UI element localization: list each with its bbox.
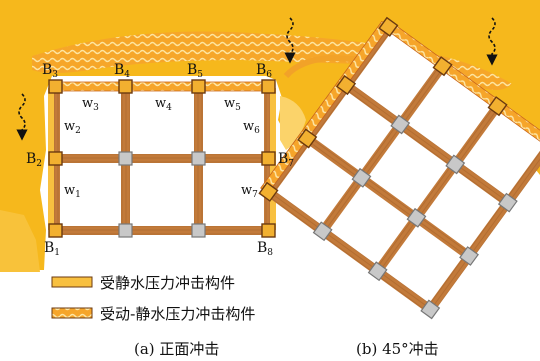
- legend: 受静水压力冲击构件 受动-静水压力冲击构件: [51, 274, 255, 323]
- label-B2: B2: [26, 151, 42, 169]
- legend-dynamic-swatch: [51, 307, 93, 319]
- frame-b-joints: [258, 16, 518, 320]
- joint-B7: [261, 151, 276, 166]
- water-flow-arrow-icon: [486, 17, 498, 66]
- joint-B8: [261, 223, 276, 238]
- joint-B5: [191, 79, 206, 94]
- water-flow-arrow-icon: [284, 17, 296, 64]
- label-w5: w5: [224, 96, 241, 113]
- label-B5: B5: [187, 62, 203, 80]
- joint-B1: [48, 223, 63, 238]
- beam-top-dynamic: [54, 81, 270, 92]
- node-labels: B3 B4 B5 B6 B2 B7 B1 B8: [26, 62, 294, 258]
- legend-static-label: 受静水压力冲击构件: [100, 274, 235, 292]
- label-w3: w3: [82, 96, 99, 113]
- beam-middle: [55, 154, 269, 163]
- joint-inner: [118, 223, 133, 238]
- label-w7: w7: [241, 183, 258, 200]
- label-w1: w1: [64, 183, 81, 200]
- frame-front-impact: [48, 79, 276, 238]
- wall-labels: w3 w4 w5 w2 w6 w1 w7: [64, 96, 260, 200]
- joint-inner: [118, 151, 133, 166]
- legend-dynamic-label: 受动-静水压力冲击构件: [100, 305, 255, 323]
- joint-B2: [48, 151, 63, 166]
- caption-45-impact: (b) 45°冲击: [356, 340, 439, 358]
- label-B6: B6: [256, 62, 272, 80]
- label-w6: w6: [243, 119, 260, 136]
- label-B3: B3: [42, 62, 58, 80]
- label-w4: w4: [155, 96, 172, 113]
- frame-45-impact: [258, 16, 540, 320]
- legend-static-swatch: [51, 276, 93, 288]
- label-B8: B8: [257, 240, 273, 258]
- label-B7: B7: [278, 151, 294, 169]
- flow-arrows: [16, 17, 498, 141]
- joint-B4: [118, 79, 133, 94]
- label-B4: B4: [114, 62, 130, 80]
- frame-a-joints: [48, 79, 276, 238]
- joint-inner: [191, 151, 206, 166]
- joint-inner: [191, 223, 206, 238]
- label-w2: w2: [64, 119, 81, 136]
- joint-B6: [261, 79, 276, 94]
- water-flow-arrow-icon: [16, 93, 28, 141]
- beam-bottom: [55, 226, 269, 235]
- label-B1: B1: [44, 240, 60, 258]
- joint-B3: [48, 79, 63, 94]
- caption-front-impact: (a) 正面冲击: [134, 340, 219, 358]
